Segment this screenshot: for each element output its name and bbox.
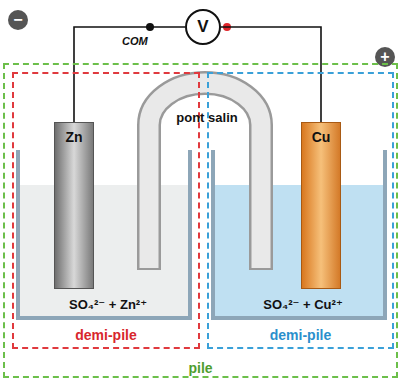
salt-bridge-outline [149,83,261,270]
cell-frame: piledemi-pileZnSO₄²⁻ + Zn²⁺pont salindem… [3,63,398,378]
zinc-solution [20,185,188,316]
copper-electrode: Cu [301,122,341,289]
node-text: SO₄²⁻ + Cu²⁺ [263,297,343,312]
beaker-solution: SO₄²⁻ + Cu²⁺ [217,154,389,322]
half-cell-frame: demi-pile ZnSO₄²⁻ + Zn²⁺ [12,72,200,349]
beaker-solution: SO₄²⁻ + Zn²⁺ [22,154,194,322]
wire [74,27,185,122]
beaker-left [18,150,190,318]
wire [221,27,321,122]
voltmeter: V [185,9,221,45]
node-text: SO₄²⁻ + Zn²⁺ [69,297,147,312]
node-text: Zn [65,129,82,145]
node-text: demi-pile [270,327,331,343]
minus-sign: − [8,10,28,30]
copper-solution [215,185,383,316]
node-text: demi-pile [75,327,136,343]
node-text: − [13,11,22,29]
node-text: pile [188,360,212,376]
node-text: Cu [312,129,331,145]
node-text: V [197,17,208,37]
terminal-label: COM [122,35,148,47]
half-cell-frame: demi-pile CuSO₄²⁻ + Cu²⁺ [207,72,394,349]
beaker-right [213,150,385,318]
salt-bridge-tube [149,83,261,268]
zinc-electrode: Zn [54,122,94,289]
